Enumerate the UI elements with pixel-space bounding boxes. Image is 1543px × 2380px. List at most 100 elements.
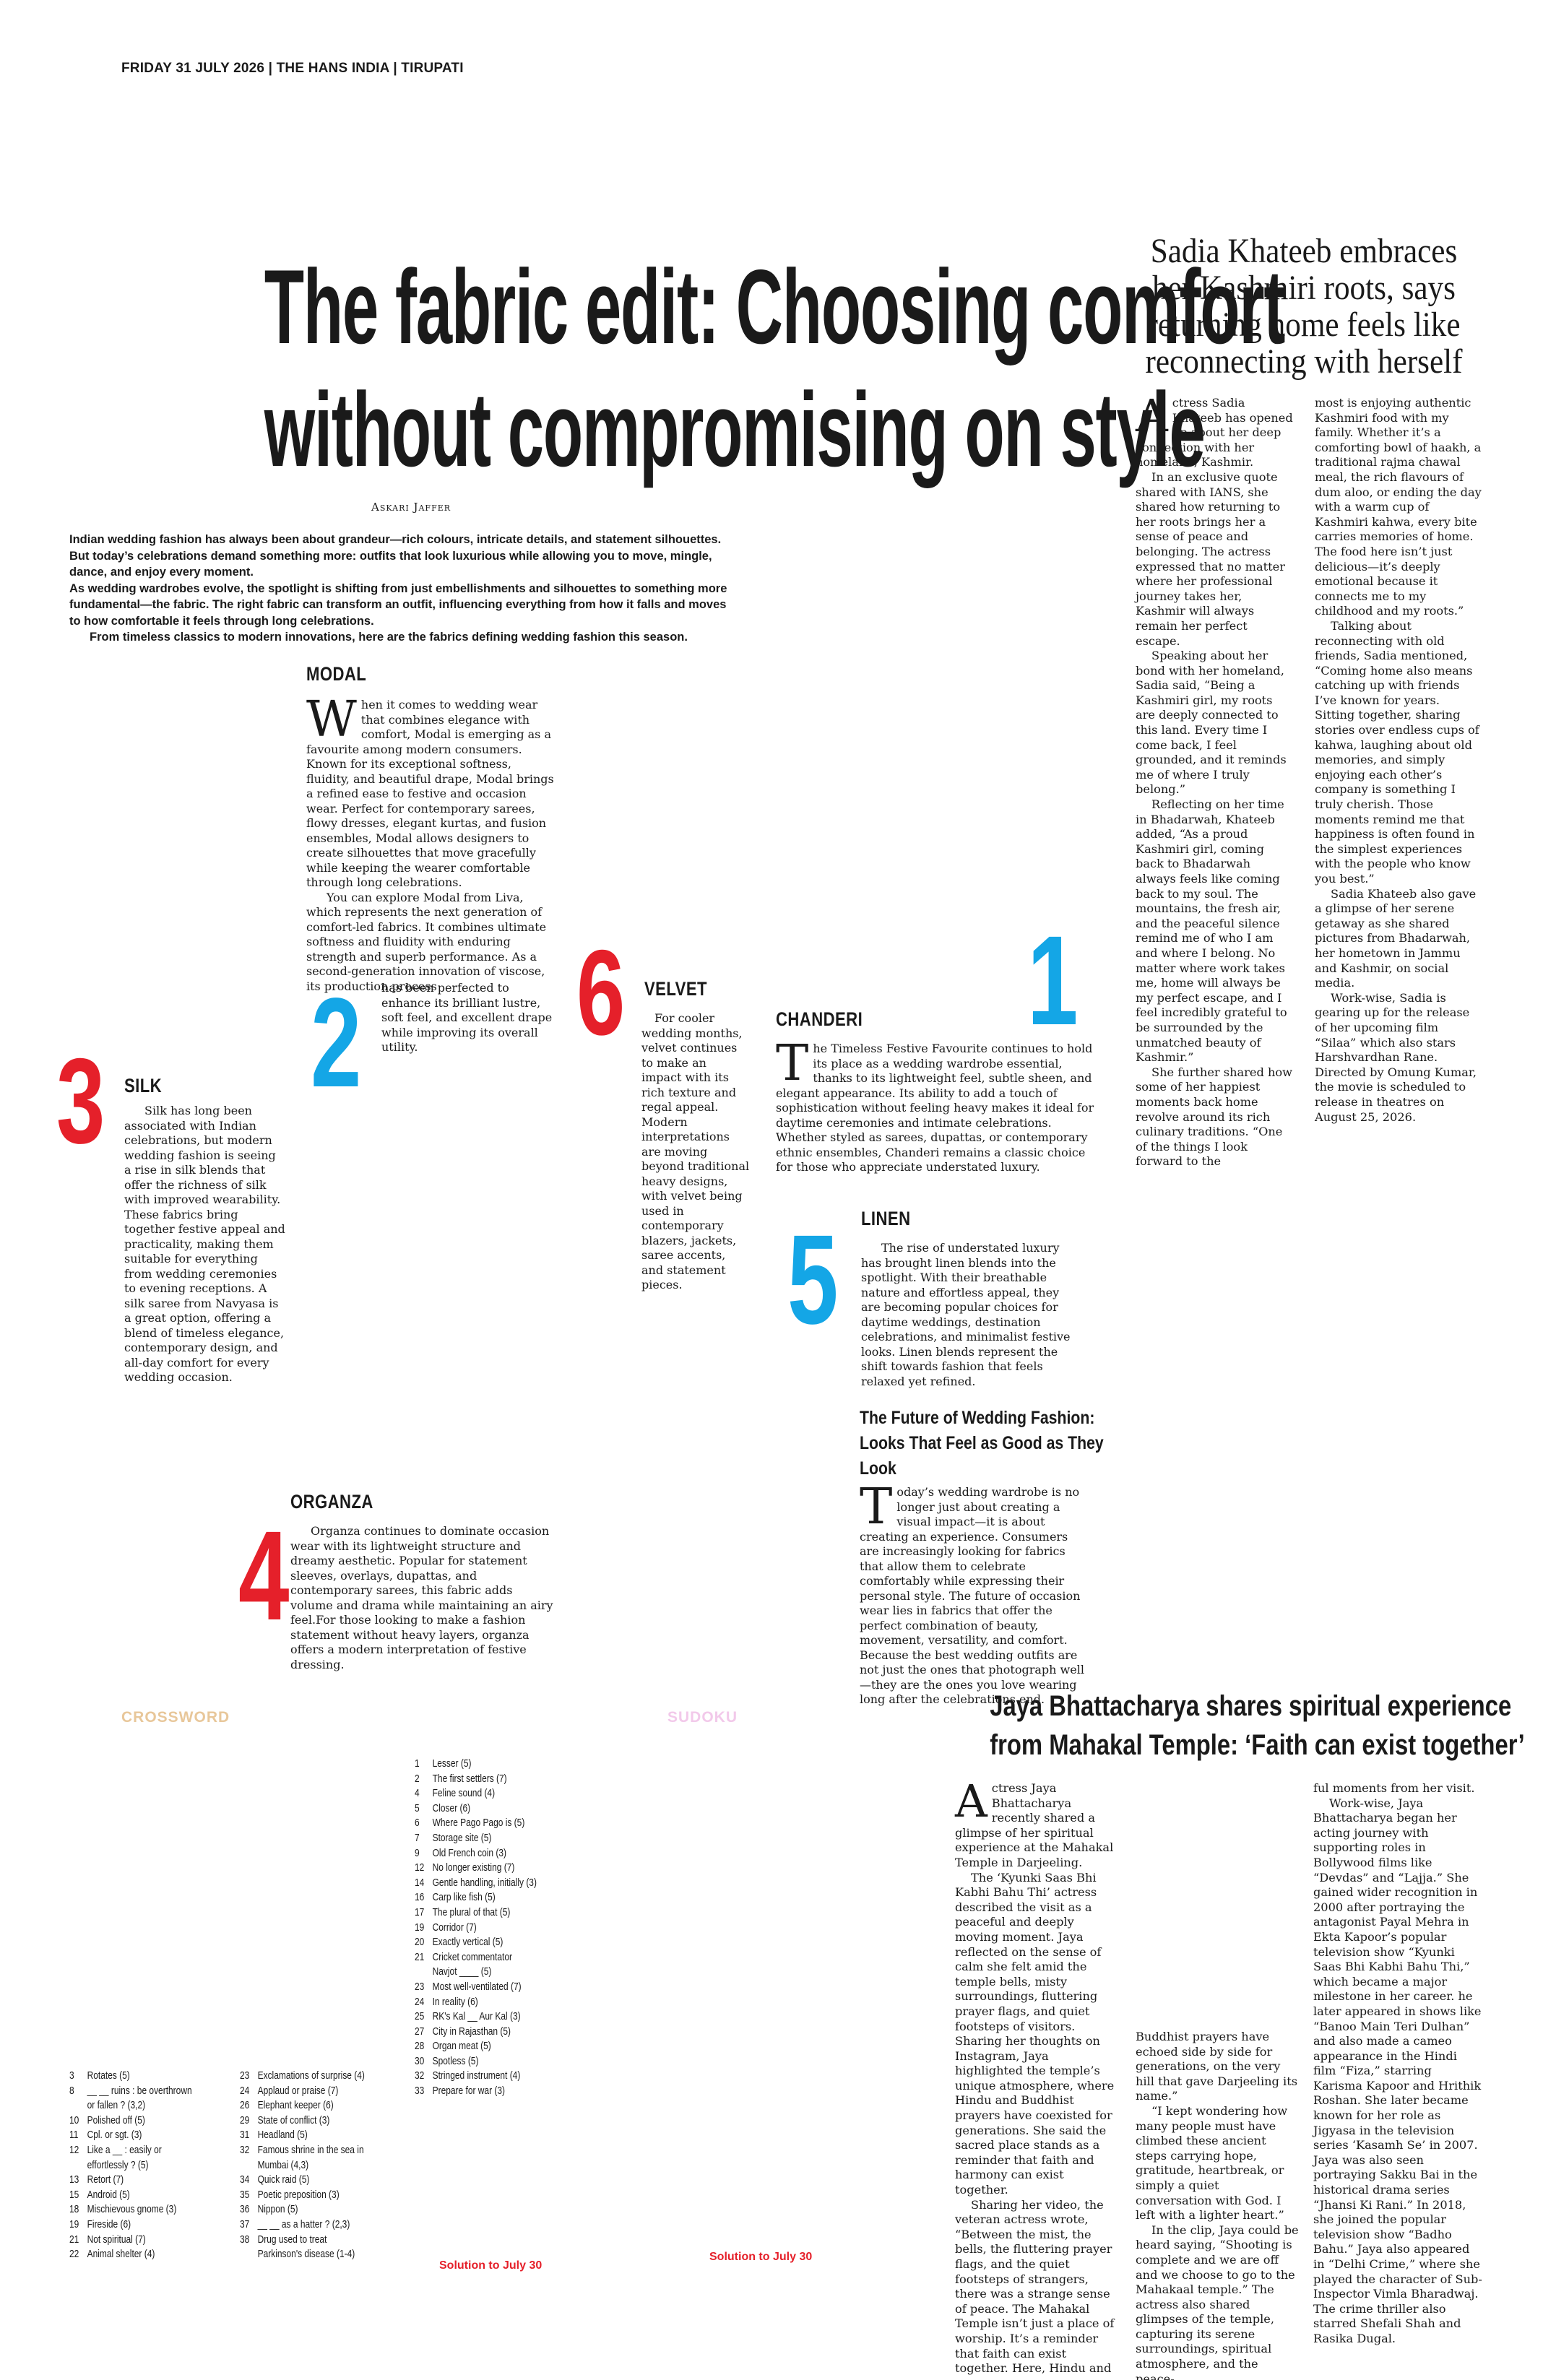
crossword-clue: 37__ __ as a hatter ? (2,3): [240, 2217, 365, 2233]
clue-text: Mumbai (4,3): [257, 2159, 309, 2171]
clue-number: 2: [415, 1773, 420, 1785]
page-header: FRIDAY 31 JULY 2026 | THE HANS INDIA | T…: [121, 61, 464, 76]
jaya-headline-line-1: Jaya Bhattacharya shares spiritual exper…: [990, 1690, 1512, 1722]
modal-text-cont: has been perfected to enhance its brilli…: [381, 981, 553, 1054]
main-headline: The fabric edit: Choosing comfort withou…: [264, 246, 1286, 491]
crossword-clue: 3 Rotates (5): [69, 2069, 192, 2084]
crossword-title: CROSSWORD: [121, 1709, 230, 1726]
crossword-clue: 26 Elephant keeper (6): [240, 2098, 365, 2113]
clue-number: 3: [69, 2070, 74, 2082]
clue-number: 20: [415, 1937, 425, 1949]
clue-number: 12: [69, 2144, 79, 2156]
clue-number: 37: [240, 2218, 250, 2230]
clue-number: 17: [415, 1906, 425, 1918]
intro-paragraph: Indian wedding fashion has always been a…: [69, 533, 722, 579]
crossword-clue: 38 Drug used to treat: [240, 2233, 365, 2248]
crossword-clue: 20 Exactly vertical (5): [415, 1935, 537, 1950]
clue-text: State of conflict (3): [257, 2114, 330, 2126]
clue-text: Storage site (5): [432, 1832, 492, 1844]
clue-number: 13: [69, 2174, 79, 2186]
clue-number: 23: [240, 2070, 250, 2082]
organza-heading: ORGANZA: [290, 1491, 373, 1513]
clue-text: Parkinson's disease (1-4): [257, 2249, 355, 2261]
organza-text: Organza continues to dominate occasion w…: [290, 1524, 553, 1671]
clue-number: 9: [415, 1847, 420, 1859]
clue-text: effortlessly ? (5): [87, 2159, 149, 2171]
crossword-clue: Navjot ____ (5): [415, 1965, 537, 1980]
clue-number: 11: [69, 2129, 79, 2142]
crossword-clue: 11 Cpl. or sgt. (3): [69, 2128, 192, 2143]
dropcap: W: [306, 691, 357, 748]
clue-text: City in Rajasthan (5): [432, 2025, 511, 2038]
clue-number: 32: [415, 2070, 425, 2082]
crossword-clue: Parkinson's disease (1-4): [240, 2247, 365, 2262]
clue-text: Drug used to treat: [257, 2233, 327, 2246]
clue-text: Applaud or praise (7): [257, 2085, 339, 2097]
crossword-clue: 6 Where Pago Pago is (5): [415, 1816, 537, 1831]
clue-text: Like a __ : easily or: [87, 2144, 162, 2156]
clue-number: 10: [69, 2114, 79, 2126]
clue-text: Rotates (5): [87, 2070, 130, 2082]
clue-number: 15: [69, 2189, 79, 2201]
clue-text: Exactly vertical (5): [432, 1937, 503, 1949]
clue-number: 24: [240, 2085, 250, 2097]
clue-text: Fireside (6): [87, 2218, 131, 2230]
clue-text: Cpl. or sgt. (3): [87, 2129, 142, 2142]
dropcap: A: [955, 1775, 987, 1827]
linen-heading: LINEN: [861, 1208, 911, 1229]
clue-text: Where Pago Pago is (5): [432, 1817, 525, 1830]
clue-text: Closer (6): [432, 1802, 471, 1814]
silk-text: Silk has long been associated with India…: [124, 1104, 285, 1384]
chanderi-heading: CHANDERI: [776, 1008, 863, 1030]
crossword-clue: 12 Like a __ : easily or: [69, 2143, 192, 2158]
clue-number: 38: [240, 2233, 250, 2246]
clue-text: Mischievous gnome (3): [87, 2204, 177, 2216]
silk-heading: SILK: [124, 1075, 163, 1096]
clue-number: 22: [69, 2249, 79, 2261]
future-heading: The Future of Wedding Fashion: Looks Tha…: [860, 1408, 1104, 1479]
crossword-clue: Mumbai (4,3): [240, 2158, 365, 2173]
clue-text: Polished off (5): [87, 2114, 145, 2126]
dropcap: A: [1136, 389, 1168, 442]
clue-number: 6: [415, 1817, 420, 1830]
byline: Askari Jaffer: [371, 501, 451, 514]
clue-number: 8: [69, 2085, 74, 2097]
sadia-column-2: most is enjoying authentic Kashmiri food…: [1315, 396, 1482, 1124]
clue-number: 36: [240, 2204, 250, 2216]
crossword-clue: 24 Applaud or praise (7): [240, 2084, 365, 2099]
clue-text: Elephant keeper (6): [257, 2100, 334, 2112]
dropcap: T: [860, 1479, 893, 1536]
clue-number: 1: [415, 1758, 420, 1770]
clue-number: 19: [69, 2218, 79, 2230]
modal-heading: MODAL: [306, 663, 367, 685]
clue-text: Gentle handling, initially (3): [432, 1877, 537, 1889]
clue-text: Quick raid (5): [257, 2174, 310, 2186]
number-5: 5: [787, 1209, 839, 1351]
number-4: 4: [238, 1505, 290, 1647]
jaya-headline: Jaya Bhattacharya shares spiritual exper…: [990, 1687, 1525, 1765]
clue-number: 32: [240, 2144, 250, 2156]
headline-line-2: without compromising on style: [264, 371, 1206, 488]
clue-text: __ __ ruins : be overthrown: [87, 2085, 192, 2097]
clue-number: 26: [240, 2100, 250, 2112]
clue-text: Exclamations of surprise (4): [257, 2070, 365, 2082]
clue-number: 21: [415, 1951, 425, 1963]
headline-line-1: The fabric edit: Choosing comfort: [264, 248, 1286, 365]
clue-text: No longer existing (7): [432, 1862, 515, 1874]
